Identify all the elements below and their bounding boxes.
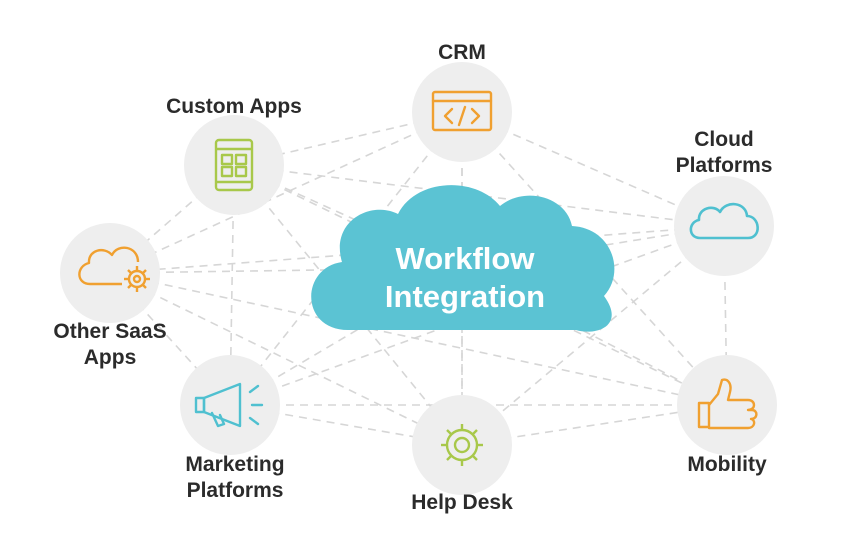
center-title-line-1: Workflow: [395, 241, 535, 276]
code-window-icon: [431, 90, 493, 132]
cloud-gear-icon: [78, 246, 150, 292]
center-cloud-shape: [311, 185, 615, 332]
help-desk-label: Help Desk: [411, 491, 513, 514]
connector-cloud-platforms-marketing-platforms: [229, 225, 725, 406]
custom-apps-label: Custom Apps: [166, 95, 302, 118]
connector-custom-apps-cloud-platforms: [233, 164, 725, 227]
connector-crm-custom-apps: [233, 111, 463, 166]
help-desk-node-circle: [412, 395, 512, 495]
connector-crm-other-saas-apps: [109, 111, 463, 274]
connector-other-saas-apps-center: [109, 267, 463, 274]
cloud-platforms-node-circle: [674, 176, 774, 276]
connector-custom-apps-mobility: [233, 164, 728, 406]
mobility-label: Mobility: [687, 453, 767, 476]
megaphone-icon: [194, 382, 264, 428]
app-grid-icon: [214, 138, 254, 192]
custom-apps-node-circle: [184, 115, 284, 215]
other-saas-apps-label: Other SaaS Apps: [53, 320, 167, 369]
center-title: Workflow Integration: [300, 240, 630, 316]
connector-cloud-platforms-other-saas-apps: [109, 225, 725, 274]
gear-icon: [441, 424, 483, 466]
crm-node-circle: [412, 62, 512, 162]
other-saas-apps-node-circle: [60, 223, 160, 323]
connector-cloud-platforms-help-desk: [461, 225, 725, 446]
connector-custom-apps-help-desk: [233, 164, 463, 446]
crm-label: CRM: [438, 41, 486, 64]
cloud-icon: [689, 202, 759, 240]
thumbs-up-icon: [697, 378, 758, 430]
mobility-node-circle: [677, 355, 777, 455]
connector-other-saas-apps-mobility: [109, 272, 728, 406]
center-title-line-2: Integration: [384, 279, 546, 314]
connector-other-saas-apps-help-desk: [109, 272, 463, 446]
marketing-platforms-label: Marketing Platforms: [185, 453, 285, 502]
cloud-platforms-label: Cloud Platforms: [675, 128, 773, 177]
center-cloud: [311, 185, 615, 332]
marketing-platforms-node-circle: [180, 355, 280, 455]
node-circles: [60, 62, 777, 495]
